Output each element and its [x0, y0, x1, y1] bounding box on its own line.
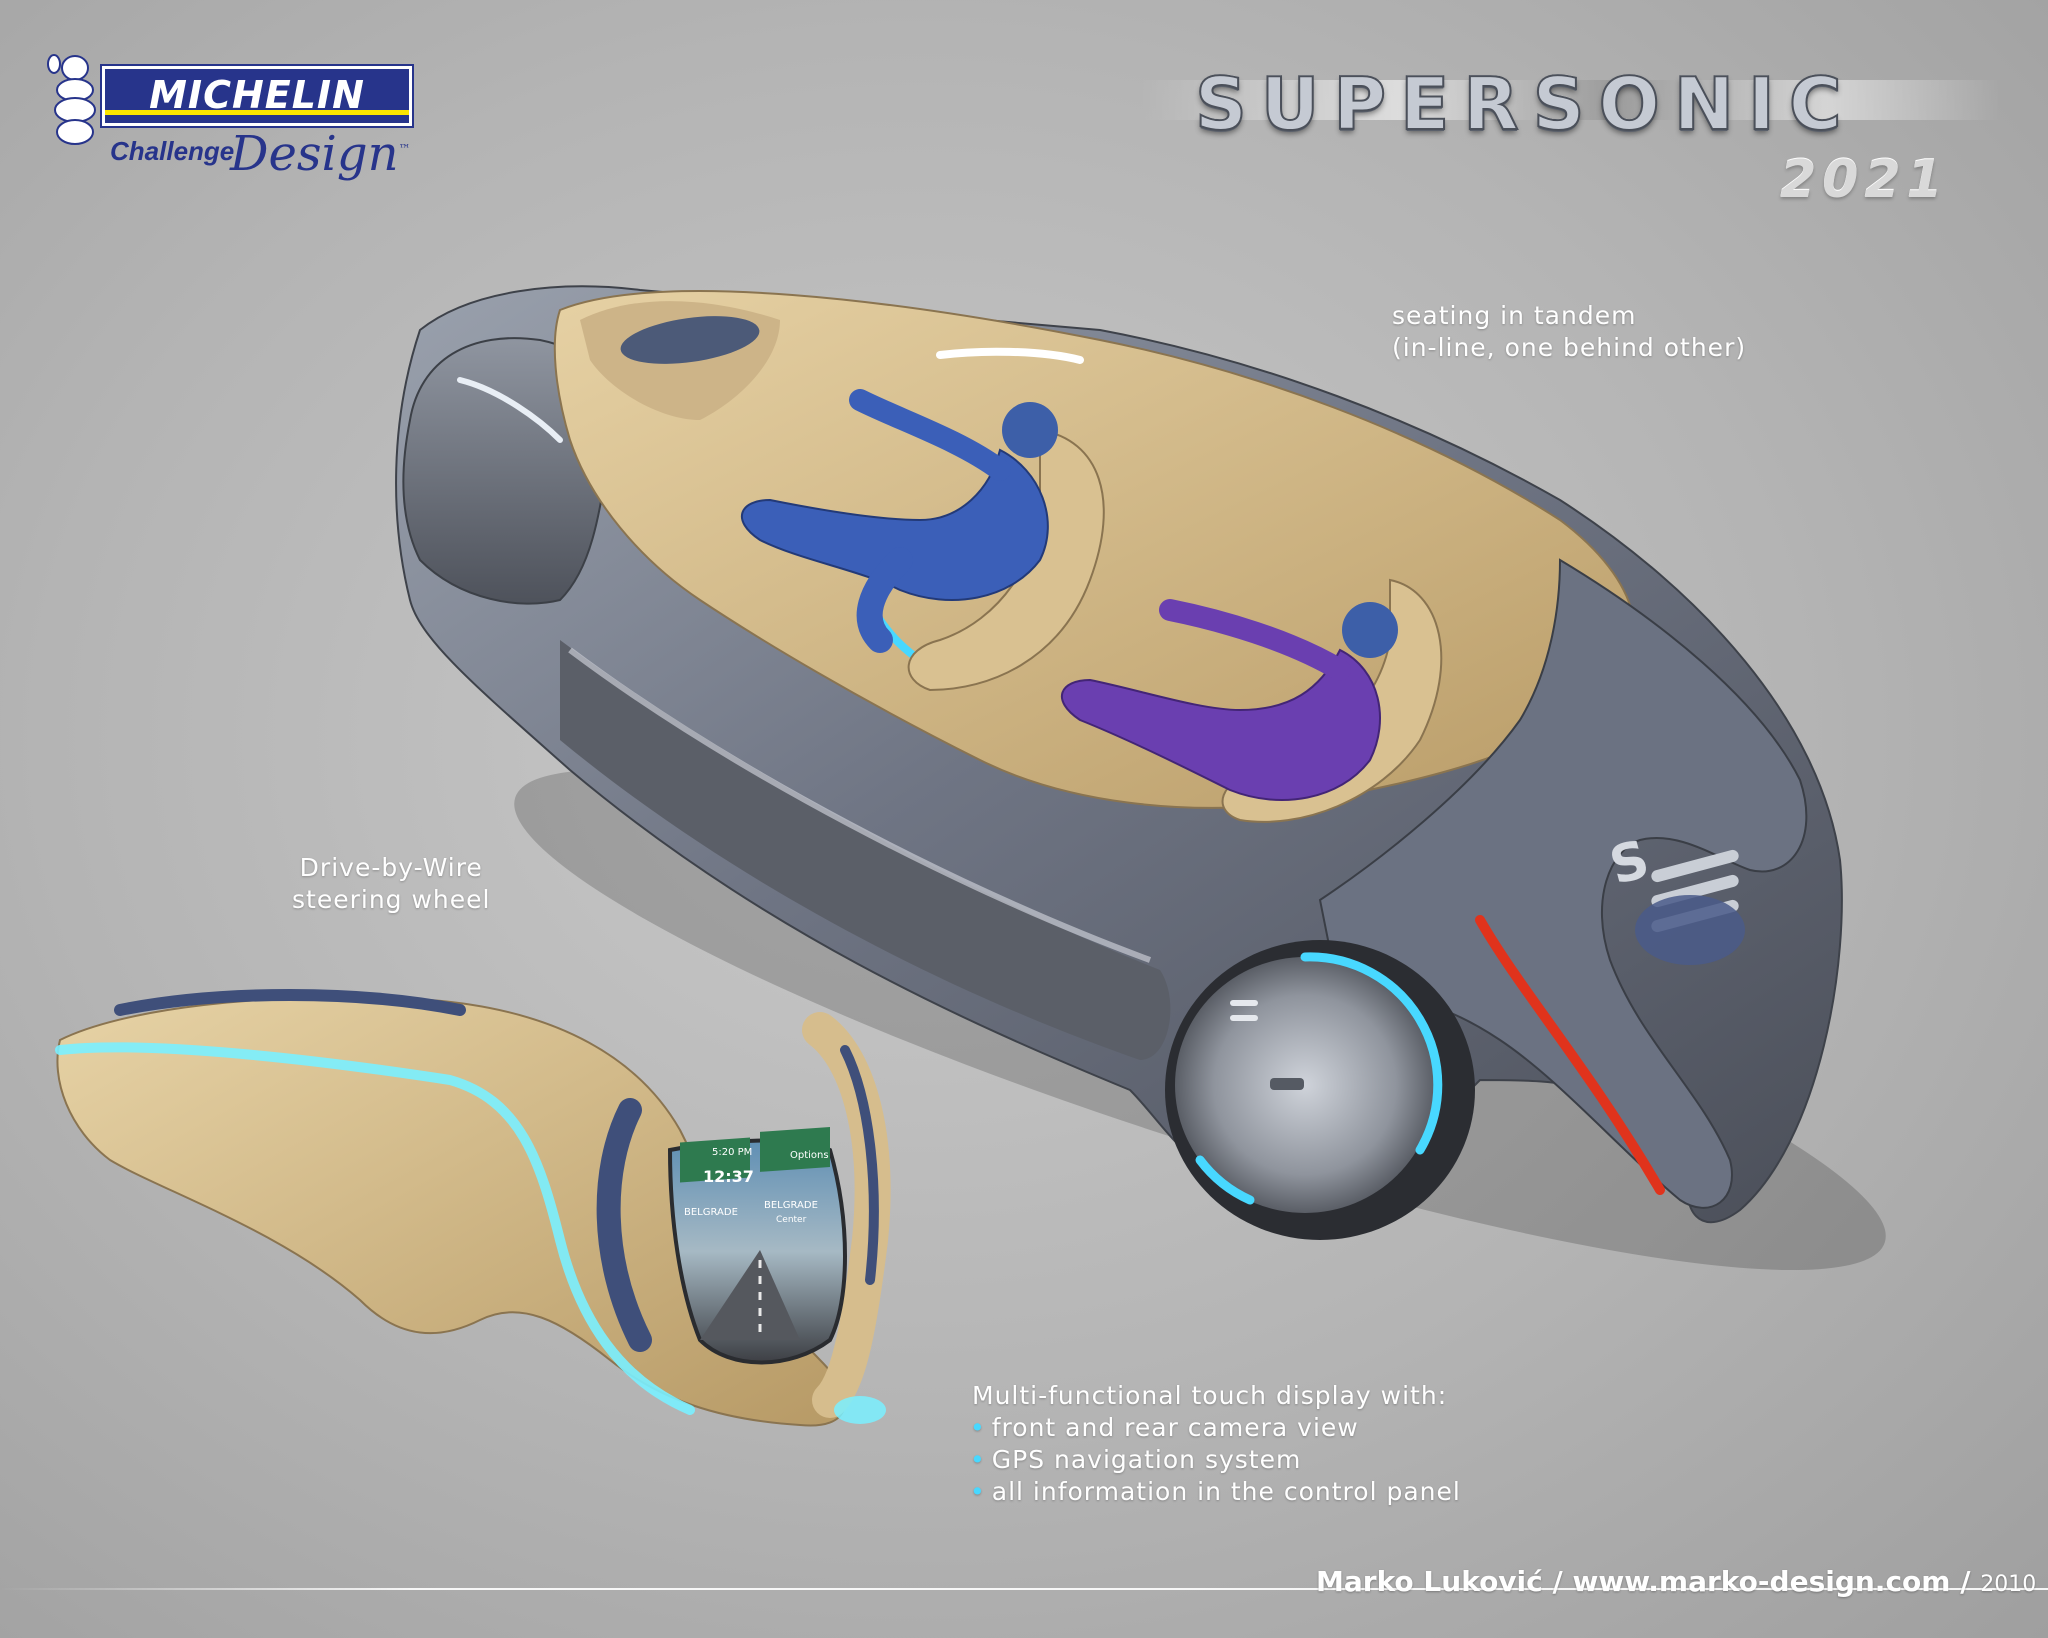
steering-wheel-closeup: 5:20 PM 12:37 Options BELGRADE BELGRADE …: [55, 989, 891, 1427]
annotation-display-item-text: front and rear camera view: [991, 1413, 1359, 1442]
logo-challenge-text: Challenge: [110, 136, 235, 166]
rear-passenger: [1060, 599, 1398, 801]
michelin-badge: MICHELIN: [102, 66, 412, 126]
front-seat: [907, 428, 1105, 692]
bullet-icon: •: [970, 1413, 986, 1442]
footer-year: 2010: [1980, 1572, 2037, 1597]
annotation-display-item-text: GPS navigation system: [991, 1445, 1302, 1474]
taillight: [1475, 915, 1665, 1195]
screen-sign-2: BELGRADE: [764, 1200, 818, 1211]
footer-author: Marko Luković: [1316, 1565, 1543, 1598]
annotation-display-item: •front and rear camera view: [970, 1412, 1461, 1444]
title-year: 2021: [1780, 150, 1949, 210]
annotation-display-item: •all information in the control panel: [970, 1476, 1461, 1508]
screen-time: 5:20 PM: [712, 1147, 752, 1158]
michelin-logo: MICHELIN Challenge Design™: [40, 50, 412, 200]
touch-display: 5:20 PM 12:37 Options BELGRADE BELGRADE …: [667, 1126, 847, 1365]
annotation-steering-line1: Drive-by-Wire: [299, 853, 483, 882]
annotation-display-item-text: all information in the control panel: [991, 1477, 1461, 1506]
bullet-icon: •: [970, 1445, 986, 1474]
screen-options: Options: [790, 1150, 829, 1161]
title-streak: [1140, 80, 2000, 120]
footer-credit: Marko Luković / www.marko-design.com / 2…: [1316, 1565, 2036, 1598]
footer-separator: /: [1950, 1565, 1981, 1598]
bibendum-icon: [47, 54, 96, 145]
footer-separator: /: [1542, 1565, 1573, 1598]
logo-design-text: Design™: [230, 126, 411, 182]
page-title: SUPERSONIC: [1194, 61, 1856, 147]
car-nose: [402, 337, 613, 605]
footer-website-link[interactable]: www.marko-design.com: [1572, 1565, 1951, 1598]
logo-design-word: Design: [230, 126, 399, 182]
annotation-display-item: •GPS navigation system: [970, 1444, 1461, 1476]
screen-clock: 12:37: [703, 1167, 754, 1186]
annotation-tandem: seating in tandem (in-line, one behind o…: [1392, 300, 1746, 364]
logo-yellow-stripe: [105, 110, 409, 115]
annotation-steering-line2: steering wheel: [292, 885, 491, 914]
car-rear: S: [1318, 558, 1808, 1209]
logo-trademark: ™: [398, 142, 411, 156]
annotation-display: Multi-functional touch display with: •fr…: [970, 1380, 1461, 1508]
screen-sign-2-sub: Center: [776, 1215, 807, 1225]
rear-vents: [1635, 849, 1745, 965]
logo-brand-text: MICHELIN: [149, 73, 365, 117]
annotation-display-heading: Multi-functional touch display with:: [972, 1381, 1448, 1410]
annotation-steering: Drive-by-Wire steering wheel: [292, 852, 490, 916]
rear-wheel: [1165, 940, 1475, 1240]
annotation-tandem-line2: (in-line, one behind other): [1392, 333, 1747, 362]
front-passenger: [740, 389, 1058, 653]
screen-sign-1: BELGRADE: [684, 1207, 738, 1218]
bullet-icon: •: [970, 1477, 986, 1506]
annotation-tandem-line1: seating in tandem: [1392, 301, 1637, 330]
footer-divider: [0, 1588, 2048, 1590]
